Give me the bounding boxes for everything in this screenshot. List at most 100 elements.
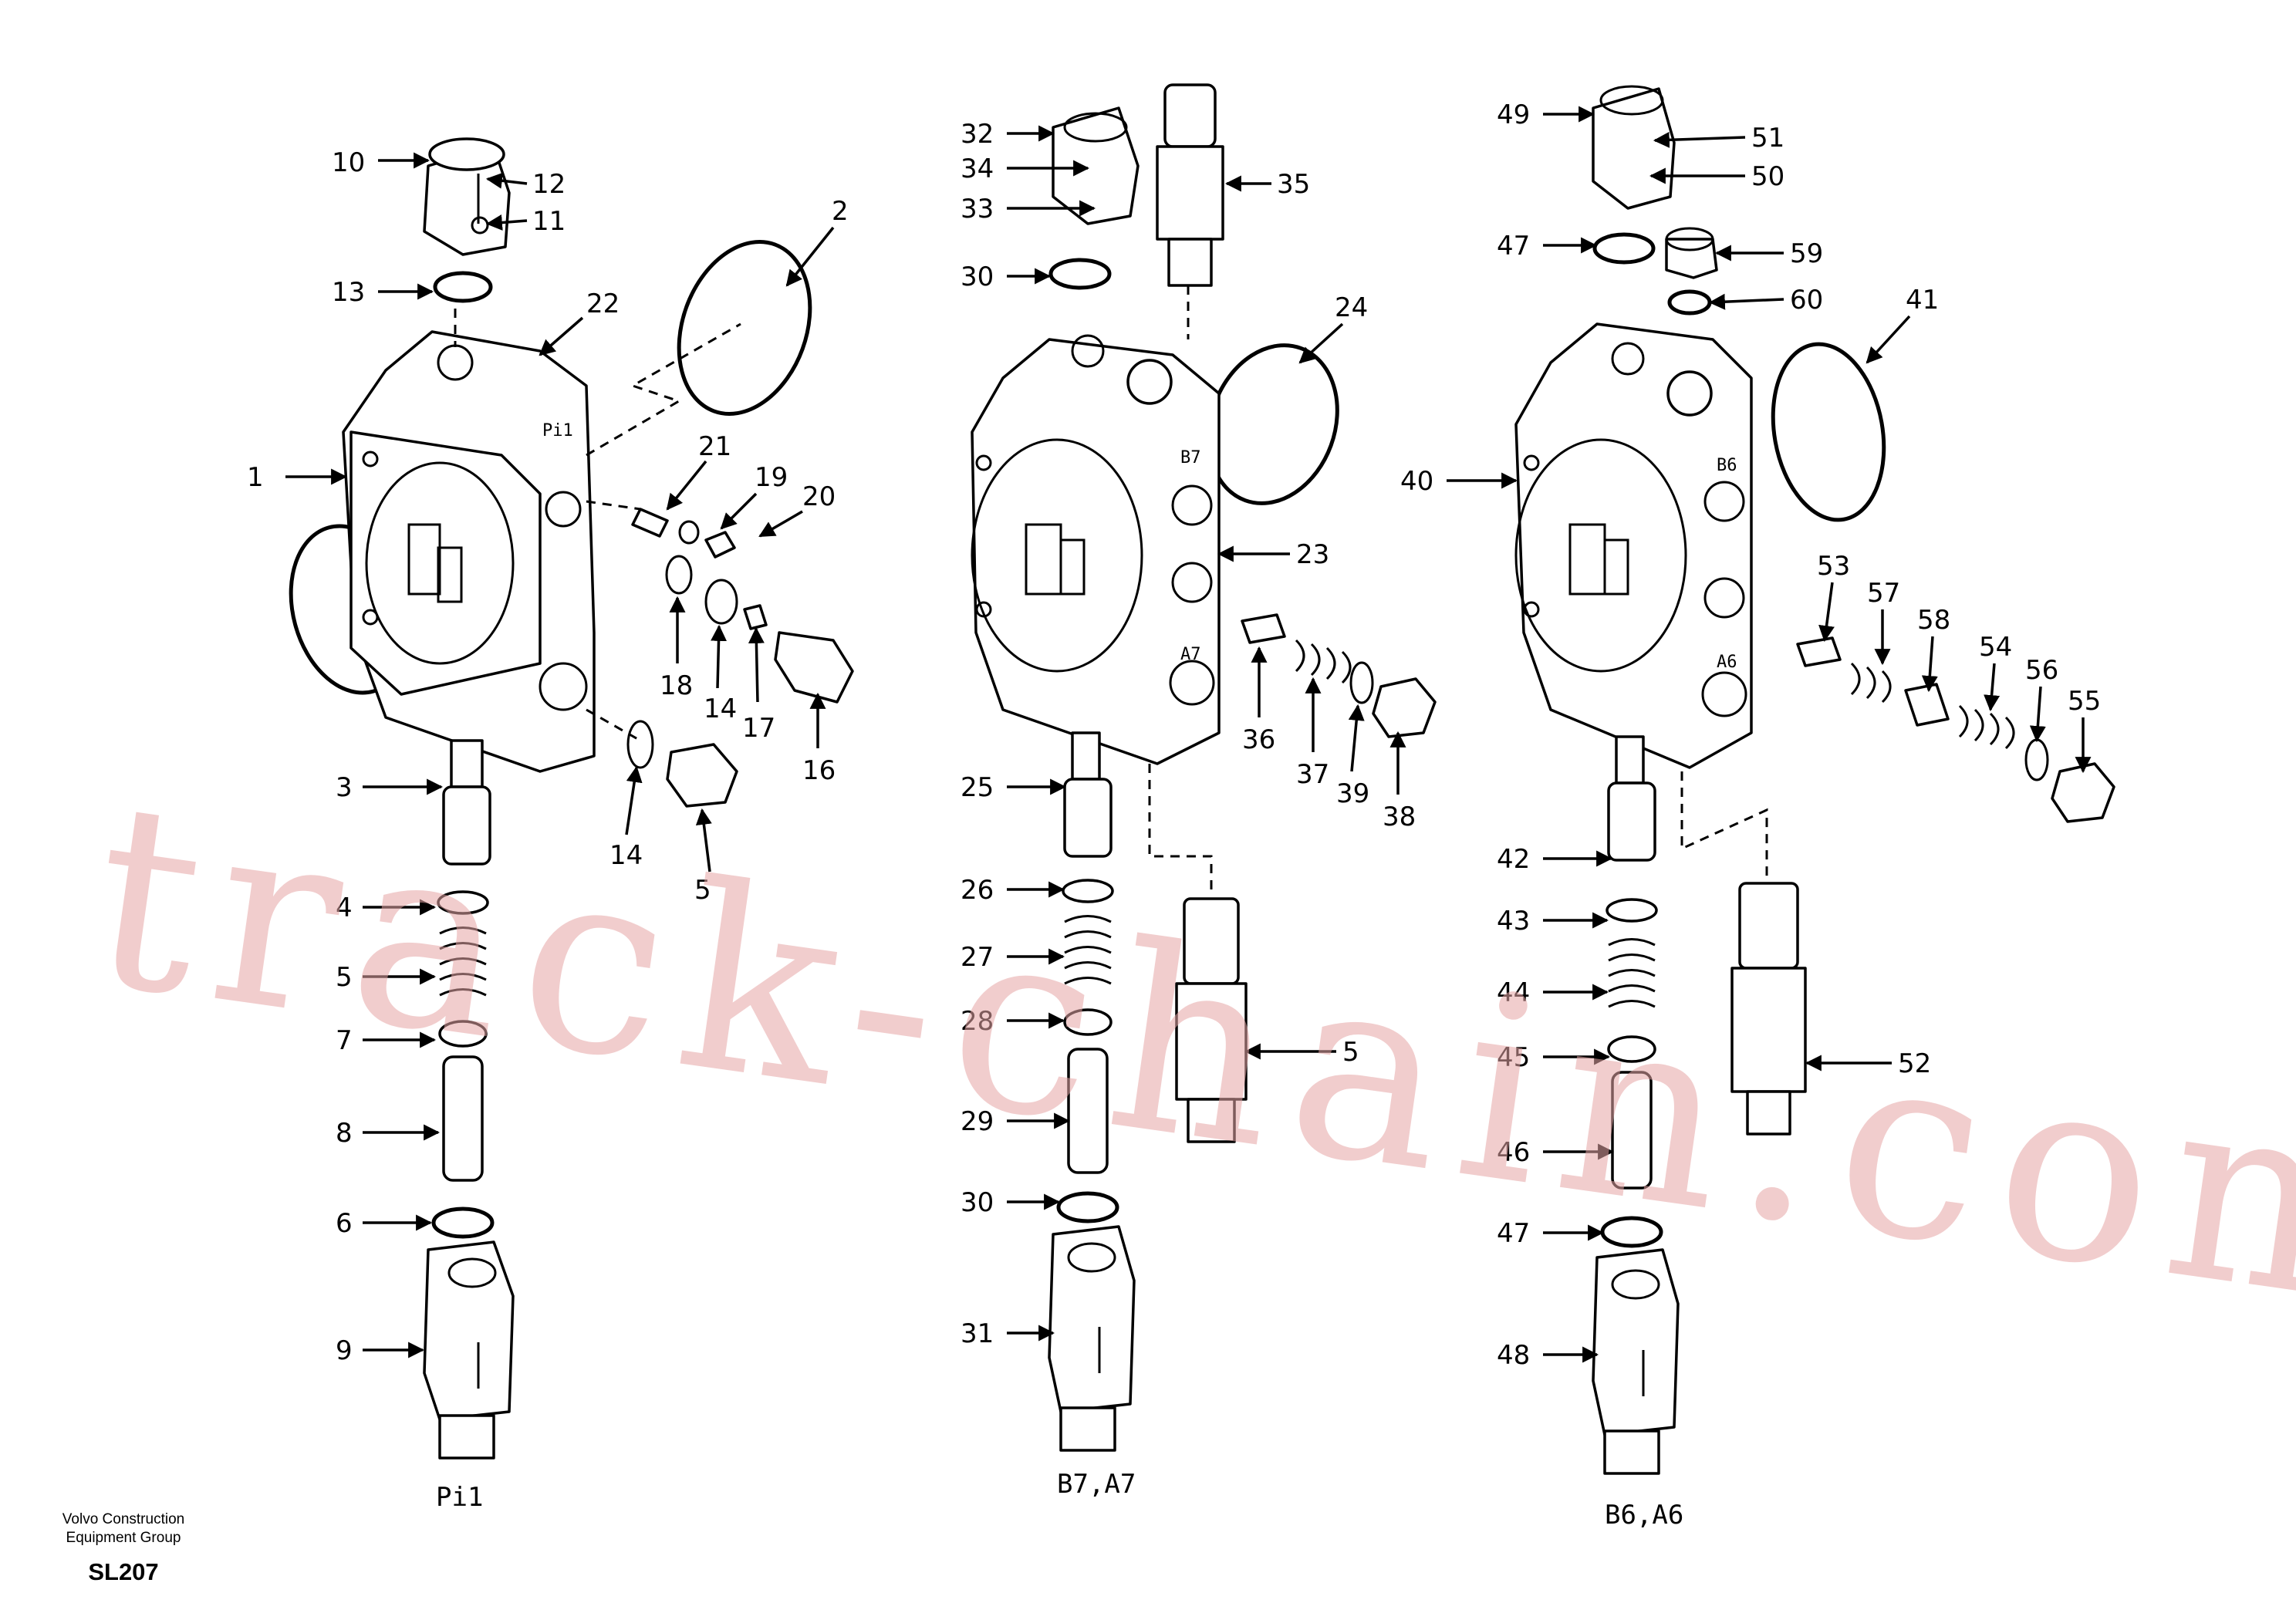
leader-arrow [666, 460, 707, 511]
port-label-b7: B7 [1180, 448, 1201, 467]
callout-35: 35 [1224, 169, 1310, 200]
callout-32: 32 [961, 119, 1055, 150]
callout-37: 37 [1296, 677, 1329, 790]
o-ring-30-top [1048, 258, 1112, 290]
relief-valve-52 [1680, 771, 1807, 1136]
callout-number: 8 [336, 1118, 353, 1149]
callout-number: 16 [802, 755, 836, 786]
callout-33: 33 [961, 194, 1096, 224]
check-parts-b7 [1241, 613, 1437, 738]
callout-5: 5 [694, 808, 712, 906]
callout-number: 40 [1400, 466, 1433, 497]
valve-body-1 [342, 309, 596, 773]
callout-28: 28 [961, 1006, 1065, 1037]
callout-number: 33 [961, 194, 994, 224]
callout-56: 56 [2025, 655, 2058, 743]
callout-31: 31 [961, 1318, 1055, 1349]
callout-number: 41 [1906, 285, 1939, 316]
callout-number: 22 [586, 289, 620, 319]
callout-59: 59 [1714, 238, 1823, 269]
callout-number: 30 [961, 262, 994, 292]
callout-number: 52 [1898, 1048, 1931, 1079]
callout-9: 9 [336, 1335, 425, 1366]
callout-2: 2 [785, 196, 849, 287]
spool-stack-pi1 [423, 739, 515, 1460]
callout-number: 12 [532, 169, 566, 200]
callout-number: 31 [961, 1318, 994, 1349]
callout-38: 38 [1383, 731, 1416, 832]
callout-number: 26 [961, 875, 994, 906]
relief-parts-pi1 [586, 322, 854, 808]
callout-27: 27 [961, 942, 1065, 973]
callout-number: 20 [802, 481, 836, 512]
callout-number: 25 [961, 772, 994, 803]
o-ring-41 [1771, 342, 1886, 522]
callout-4: 4 [336, 893, 437, 923]
callout-36: 36 [1242, 646, 1275, 755]
callout-23: 23 [1217, 539, 1329, 570]
callout-number: 4 [336, 893, 353, 923]
callout-43: 43 [1497, 906, 1609, 937]
leader-arrow [1818, 582, 1835, 643]
callout-16: 16 [802, 692, 836, 786]
callout-49: 49 [1497, 100, 1595, 130]
callout-51: 51 [1653, 123, 1784, 154]
callout-14: 14 [704, 624, 737, 724]
callout-18: 18 [660, 596, 693, 701]
callout-3: 3 [336, 772, 444, 803]
o-ring-47-top [1592, 232, 1656, 265]
callout-number: 1 [247, 462, 264, 493]
callout-42: 42 [1497, 844, 1613, 875]
callout-20: 20 [758, 481, 836, 538]
leader-arrow [1921, 636, 1938, 693]
callout-number: 5 [1342, 1037, 1359, 1068]
callout-number: 50 [1751, 161, 1784, 192]
callout-number: 3 [336, 772, 353, 803]
callout-number: 30 [961, 1187, 994, 1218]
callout-number: 10 [332, 147, 365, 178]
leader-arrow [625, 765, 643, 835]
callout-number: 11 [532, 206, 566, 237]
callout-60: 60 [1708, 285, 1823, 316]
leader-arrow [1984, 663, 2001, 712]
callout-6: 6 [336, 1208, 433, 1239]
callout-number: 45 [1497, 1042, 1530, 1073]
callout-number: 32 [961, 119, 994, 150]
callout-55: 55 [2068, 686, 2101, 774]
callout-17: 17 [742, 626, 775, 744]
callout-30: 30 [961, 262, 1052, 292]
callout-7: 7 [336, 1025, 437, 1056]
caption-b7-a7: B7,A7 [1057, 1469, 1136, 1500]
callout-number: 7 [336, 1025, 353, 1056]
leader-arrow [2029, 686, 2046, 743]
callout-13: 13 [332, 277, 434, 308]
callout-number: 47 [1497, 1218, 1530, 1249]
callout-11: 11 [485, 206, 566, 237]
leader-arrow [1298, 322, 1344, 364]
callout-number: 54 [1979, 632, 2012, 663]
callout-19: 19 [720, 462, 788, 530]
callout-44: 44 [1497, 977, 1609, 1008]
callout-number: 44 [1497, 977, 1530, 1008]
callout-40: 40 [1400, 466, 1518, 497]
callout-number: 49 [1497, 100, 1530, 130]
leader-arrow [695, 808, 712, 872]
callout-number: 57 [1867, 578, 1900, 609]
callout-29: 29 [961, 1106, 1071, 1137]
cap-part-10 [423, 137, 511, 256]
callout-number: 13 [332, 277, 365, 308]
callout-24: 24 [1298, 292, 1368, 364]
callout-53: 53 [1817, 551, 1850, 643]
spool-stack-b7 [1048, 731, 1136, 1452]
footer-company: Volvo Construction Equipment Group [62, 1511, 185, 1546]
relief-valve-35 [1156, 83, 1224, 339]
callout-45: 45 [1497, 1042, 1611, 1073]
callout-number: 48 [1497, 1340, 1530, 1371]
callout-number: 5 [336, 962, 353, 993]
leader-arrow [485, 214, 528, 231]
callout-57: 57 [1867, 578, 1900, 666]
callout-21: 21 [666, 431, 731, 511]
footer-drawing-code: SL207 [88, 1558, 159, 1585]
